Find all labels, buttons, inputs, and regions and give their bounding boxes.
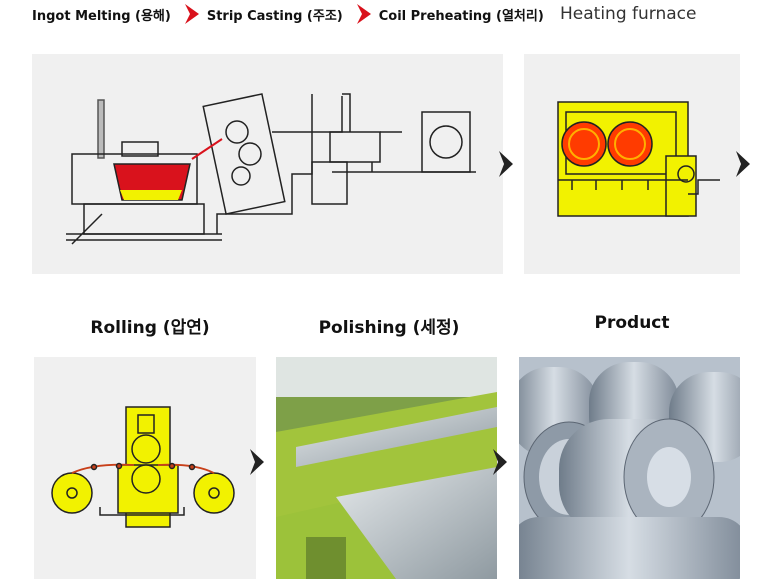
heading-polishing: Polishing (세정): [318, 318, 460, 338]
heating-furnace-diagram: [524, 54, 740, 274]
heading-product: Product: [594, 313, 670, 333]
arrow-right-icon: [248, 447, 268, 477]
rolling-diagram: [34, 357, 256, 579]
chevron-right-icon: [183, 4, 201, 24]
process-steps: Ingot Melting (용해) Strip Casting (주조) Co…: [32, 4, 544, 24]
arrow-right-icon: [734, 149, 754, 179]
step-label-strip-casting: Strip Casting (주조): [206, 8, 343, 24]
step-label-coil-preheating: Coil Preheating (열처리): [378, 8, 544, 24]
heading-heating-furnace: Heating furnace: [560, 4, 697, 24]
chevron-right-icon: [355, 4, 373, 24]
step-label-ingot-melting: Ingot Melting (용해): [32, 8, 171, 24]
polishing-photo: [276, 357, 497, 579]
arrow-right-icon: [491, 447, 511, 477]
heading-rolling: Rolling (압연): [90, 318, 210, 338]
arrow-right-icon: [497, 149, 517, 179]
casting-line-diagram: [32, 54, 503, 274]
product-photo: [519, 357, 740, 579]
